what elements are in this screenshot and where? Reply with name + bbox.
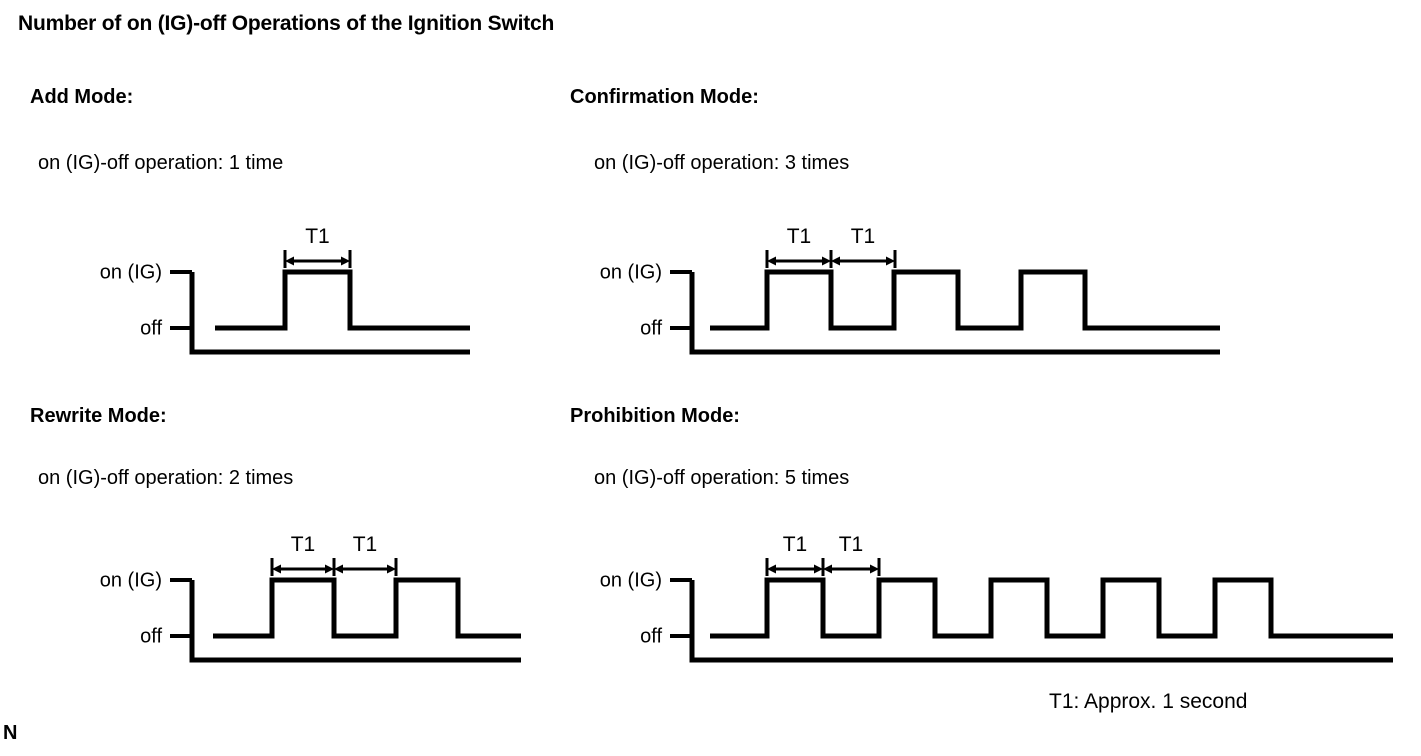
dim-arrow-1-rewrite-mode-arrowhead-right <box>387 564 396 574</box>
waveform-rewrite-mode <box>213 577 521 639</box>
dim-arrow-1-confirmation-mode-arrowhead-right <box>886 256 895 266</box>
dim-label-t1-0-rewrite-mode: T1 <box>291 533 316 556</box>
panel-heading-rewrite-mode: Rewrite Mode: <box>30 405 167 427</box>
dim-label-t1-0-add-mode: T1 <box>305 225 330 248</box>
axis-label-off-add-mode: off <box>140 317 162 339</box>
dim-arrow-0-prohibition-mode-arrowhead-right <box>814 564 823 574</box>
dim-arrow-1-confirmation-mode-arrowhead-left <box>831 256 840 266</box>
chart-axes-prohibition-mode <box>689 580 1393 663</box>
dim-arrow-0-rewrite-mode-arrowhead-right <box>325 564 334 574</box>
t1-legend-note: T1: Approx. 1 second <box>1049 690 1248 713</box>
dim-arrow-0-add-mode-arrowhead-right <box>341 256 350 266</box>
chart-axes-add-mode <box>189 272 470 355</box>
dim-arrow-1-rewrite-mode-arrowhead-left <box>334 564 343 574</box>
panel-operation-count-confirmation-mode: on (IG)-off operation: 3 times <box>594 152 850 174</box>
dim-label-t1-1-confirmation-mode: T1 <box>851 225 876 248</box>
timing-chart-prohibition-mode: on (IG) off T1 T1 <box>600 533 1393 663</box>
panel-heading-confirmation-mode: Confirmation Mode: <box>570 86 759 108</box>
axis-label-off-rewrite-mode: off <box>140 625 162 647</box>
dim-label-t1-1-prohibition-mode: T1 <box>839 533 864 556</box>
panel-heading-prohibition-mode: Prohibition Mode: <box>570 405 740 427</box>
axis-label-on-ig-add-mode: on (IG) <box>100 261 162 283</box>
axis-label-on-ig-confirmation-mode: on (IG) <box>600 261 662 283</box>
dim-arrow-0-confirmation-mode-arrowhead-left <box>767 256 776 266</box>
axis-label-on-ig-prohibition-mode: on (IG) <box>600 569 662 591</box>
axis-label-off-confirmation-mode: off <box>640 317 662 339</box>
timing-chart-add-mode: on (IG) off T1 <box>100 225 470 355</box>
panel-operation-count-prohibition-mode: on (IG)-off operation: 5 times <box>594 467 850 489</box>
chart-axes-confirmation-mode <box>689 272 1220 355</box>
axis-label-on-ig-rewrite-mode: on (IG) <box>100 569 162 591</box>
waveform-prohibition-mode <box>710 577 1393 639</box>
dim-arrow-1-prohibition-mode-arrowhead-right <box>870 564 879 574</box>
dim-arrow-0-prohibition-mode-arrowhead-left <box>767 564 776 574</box>
dim-label-t1-0-prohibition-mode: T1 <box>783 533 808 556</box>
dim-label-t1-0-confirmation-mode: T1 <box>787 225 812 248</box>
timing-chart-confirmation-mode: on (IG) off T1 T1 <box>600 225 1220 355</box>
waveform-add-mode <box>215 269 470 331</box>
dim-arrow-0-confirmation-mode-arrowhead-right <box>822 256 831 266</box>
axis-label-off-prohibition-mode: off <box>640 625 662 647</box>
dim-label-t1-1-rewrite-mode: T1 <box>353 533 378 556</box>
page-title: Number of on (IG)-off Operations of the … <box>18 12 555 35</box>
panel-operation-count-rewrite-mode: on (IG)-off operation: 2 times <box>38 467 294 489</box>
waveform-confirmation-mode <box>710 269 1220 331</box>
chart-axes-rewrite-mode <box>189 580 521 663</box>
panel-heading-add-mode: Add Mode: <box>30 86 134 108</box>
dim-arrow-1-prohibition-mode-arrowhead-left <box>823 564 832 574</box>
dim-arrow-0-rewrite-mode-arrowhead-left <box>272 564 281 574</box>
dim-arrow-0-add-mode-arrowhead-left <box>285 256 294 266</box>
panel-operation-count-add-mode: on (IG)-off operation: 1 time <box>38 152 284 174</box>
timing-chart-rewrite-mode: on (IG) off T1 T1 <box>100 533 521 663</box>
corner-mark-letter: N <box>3 722 18 744</box>
